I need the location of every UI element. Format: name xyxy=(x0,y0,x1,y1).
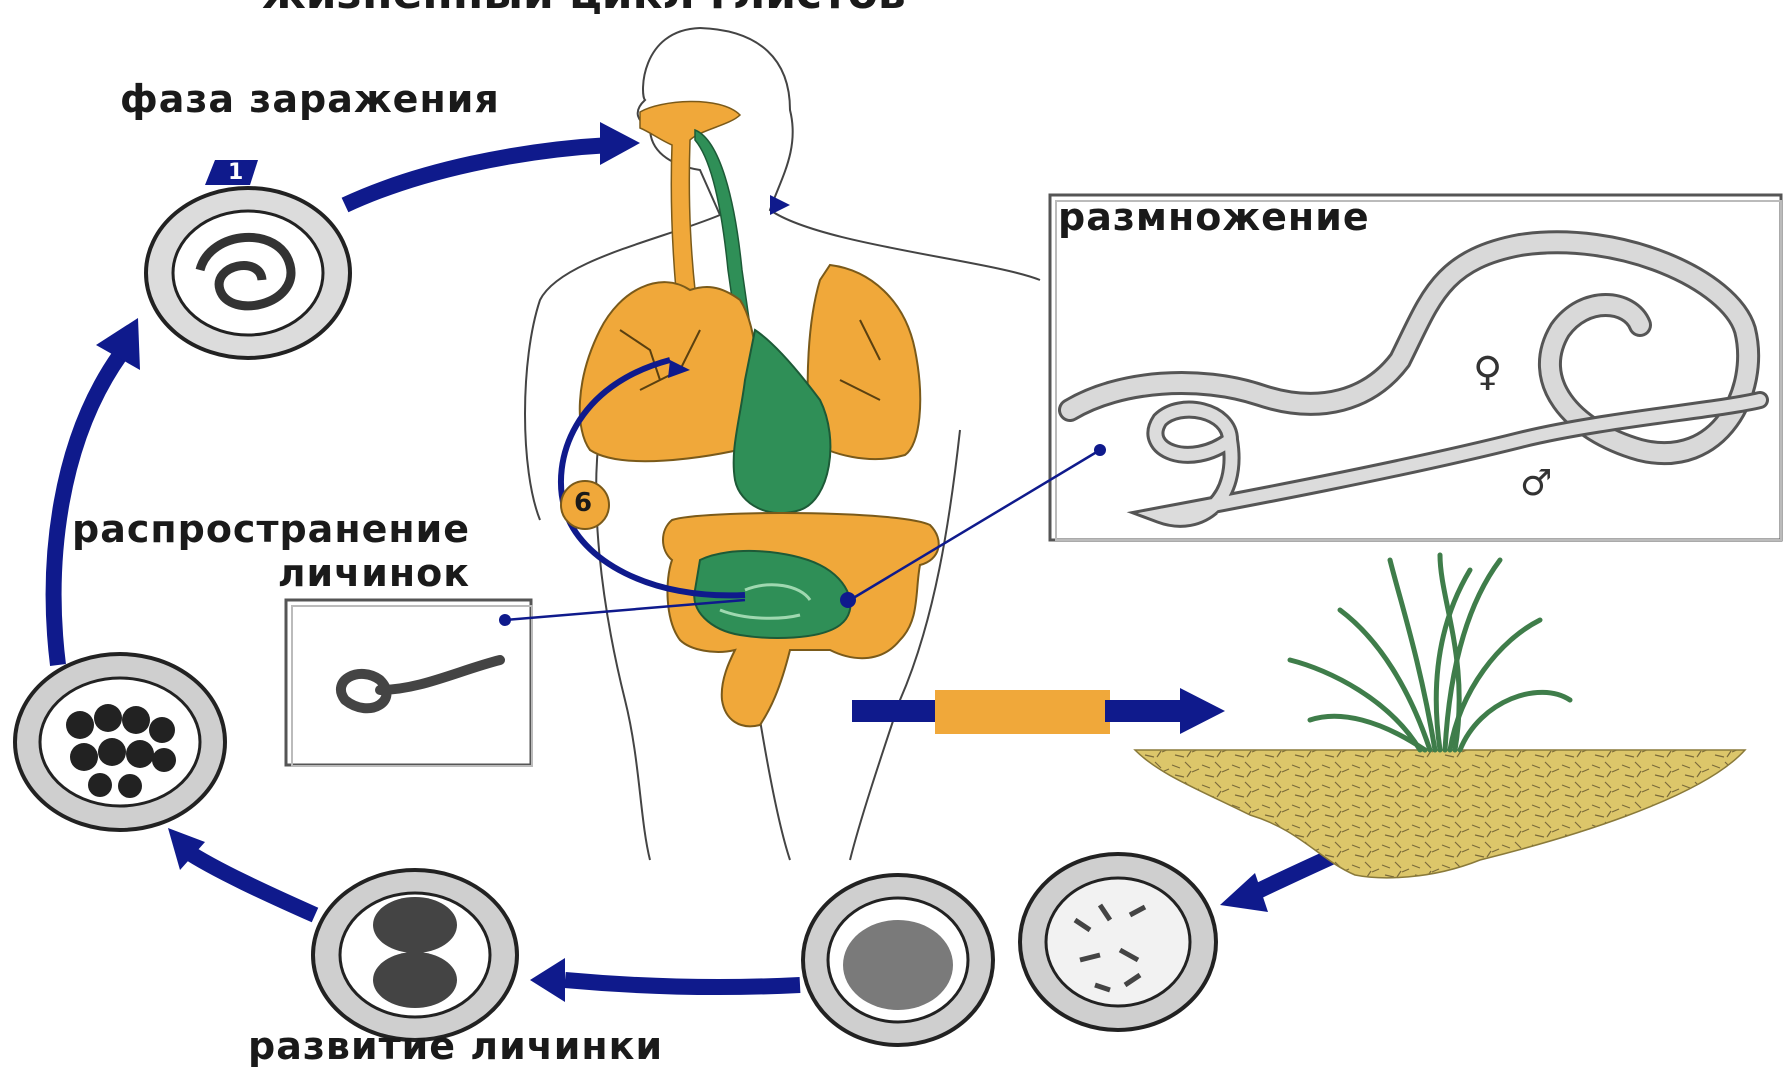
step-one-label: 1 xyxy=(228,160,243,185)
egg-single-cell-icon xyxy=(803,875,993,1045)
title-text: жизненный цикл глистов xyxy=(262,0,906,19)
female-symbol: ♀ xyxy=(1473,349,1502,395)
arrow-to-left-egg xyxy=(185,850,315,915)
plant-icon xyxy=(1290,555,1570,750)
egg-segmented-icon xyxy=(15,654,225,830)
label-larvae-spread: распространение личинок xyxy=(72,508,470,595)
excretion-arrow xyxy=(852,688,1225,734)
arrow-leftward-bottom xyxy=(565,980,800,987)
trachea-arrow-icon xyxy=(770,195,790,215)
arrow-to-mouth xyxy=(345,145,610,205)
label-larva-development: развитие личинки xyxy=(248,1025,663,1069)
male-symbol: ♂ xyxy=(1520,463,1552,504)
egg-infective-icon xyxy=(146,188,350,358)
soil-icon xyxy=(1135,750,1745,878)
label-infection-phase: фаза заражения xyxy=(120,78,500,122)
label-reproduction: размножение xyxy=(1058,196,1370,240)
reproduction-box xyxy=(1050,195,1781,540)
step-six-label: 6 xyxy=(574,488,592,518)
egg-two-cell-icon xyxy=(313,870,517,1040)
egg-fresh-icon xyxy=(1020,854,1216,1030)
